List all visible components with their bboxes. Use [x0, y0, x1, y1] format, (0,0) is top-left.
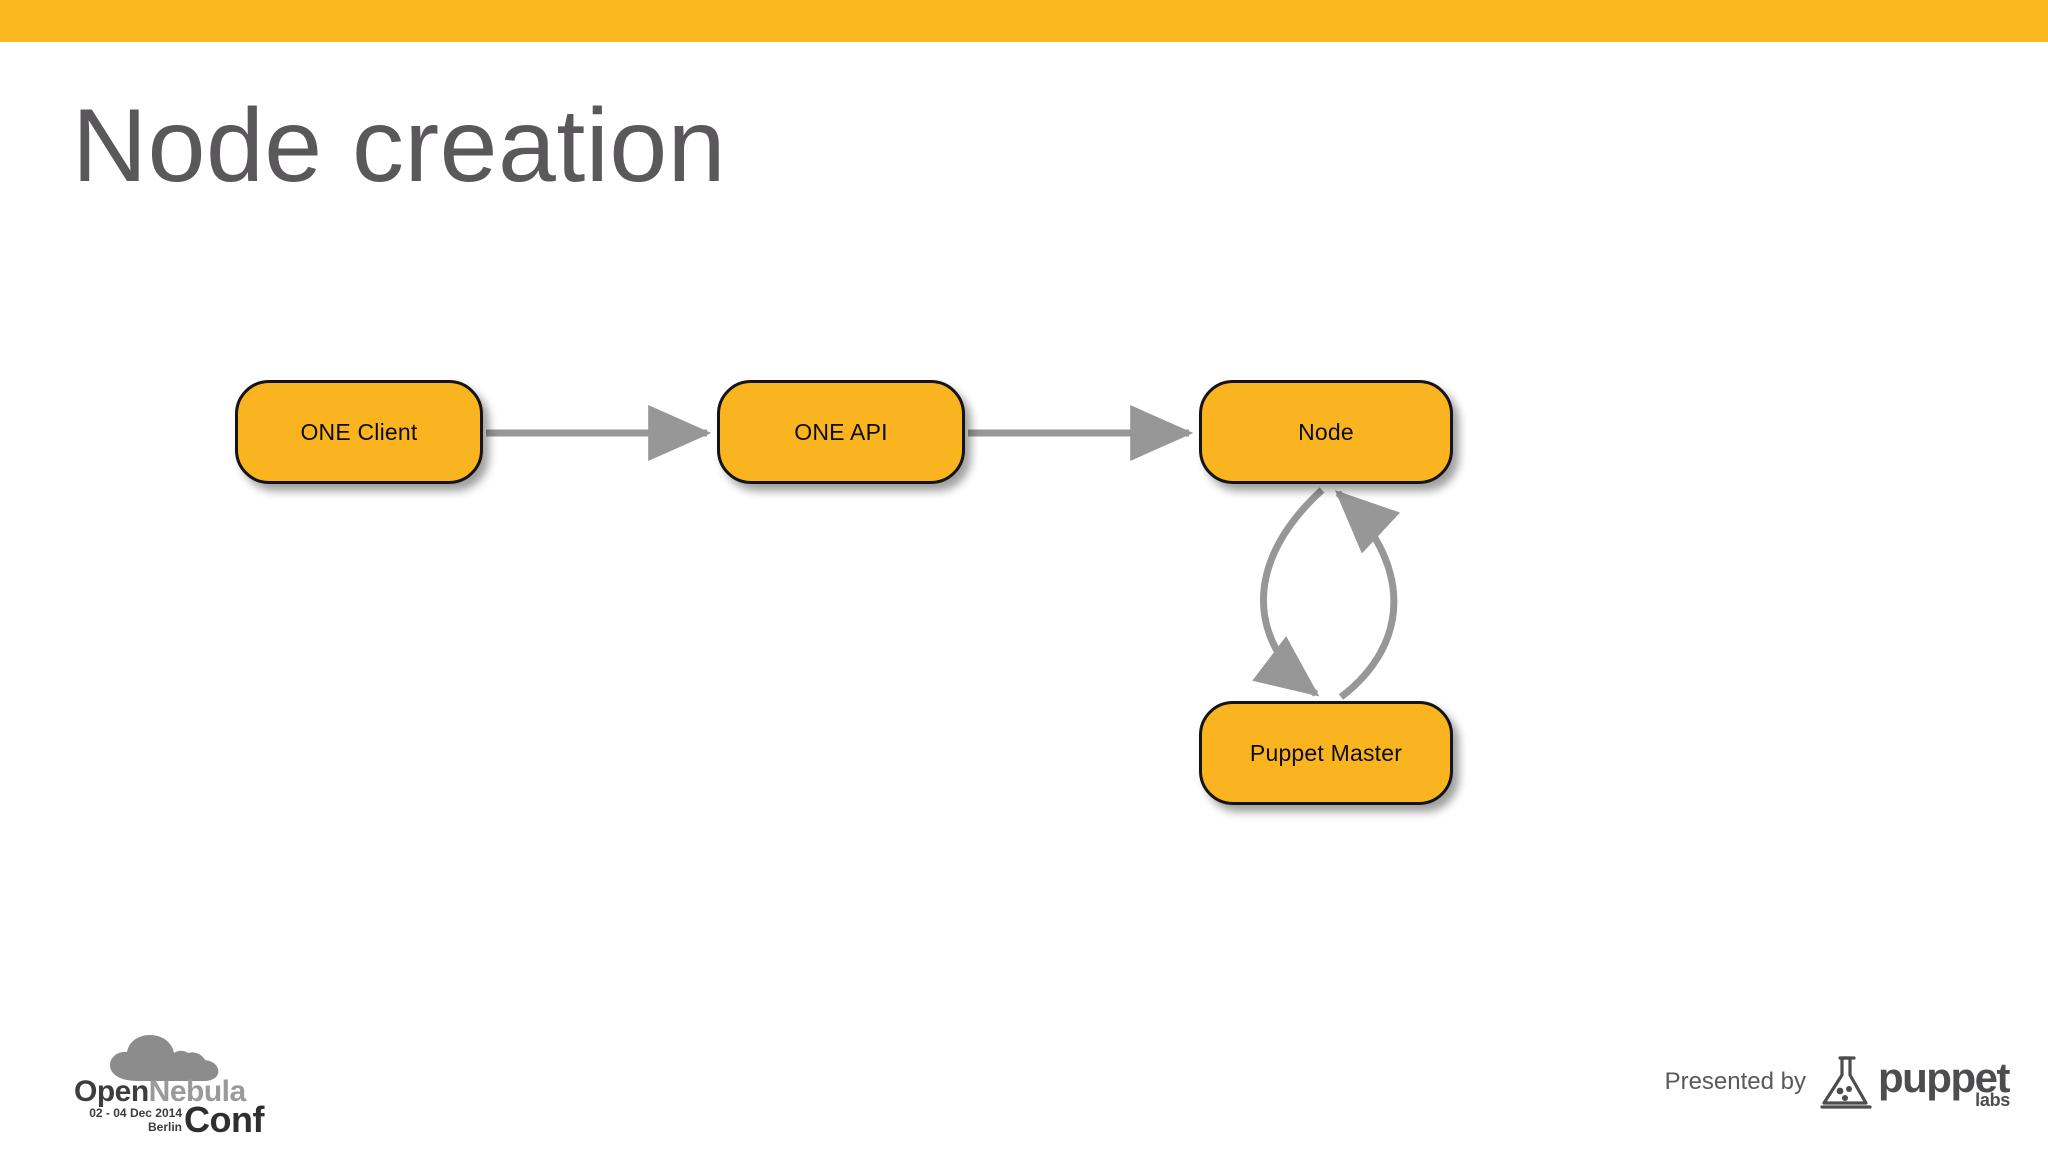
edge-node-to-puppet-master: [1252, 487, 1325, 697]
diagram-node-one-api[interactable]: ONE API: [717, 380, 965, 484]
opennebula-dateline: 02 - 04 Dec 2014 Berlin: [70, 1106, 182, 1135]
conf-city: Berlin: [147, 1119, 182, 1134]
flask-icon: [1820, 1056, 1872, 1109]
diagram-node-label: ONE Client: [300, 418, 418, 445]
opennebula-word-open: Open: [74, 1075, 149, 1108]
opennebula-wordmark: OpenNebula: [74, 1075, 246, 1109]
diagram-node-puppet-master[interactable]: Puppet Master: [1199, 701, 1453, 805]
puppet-word: puppet: [1878, 1054, 2010, 1101]
edge-puppet-master-to-node: [1334, 490, 1401, 700]
puppet-labs-word: labs: [1975, 1090, 2010, 1110]
cloud-icon: [110, 1035, 219, 1081]
puppet-wordmark: puppet labs: [1878, 1054, 2010, 1110]
conf-dates: 02 - 04 Dec 2014: [89, 1106, 182, 1120]
opennebula-word-nebula: Nebula: [148, 1075, 247, 1108]
opennebula-conf-word: Conf: [184, 1099, 264, 1140]
top-accent-bar: [0, 0, 2048, 42]
presented-by-label: Presented by: [1664, 1068, 1806, 1095]
diagram-node-label: ONE API: [794, 418, 888, 445]
diagram-node-one-client[interactable]: ONE Client: [235, 380, 483, 484]
diagram-node-node[interactable]: Node: [1199, 380, 1453, 484]
page-title: Node creation: [72, 88, 727, 204]
presented-by-block: Presented by puppet labs: [1665, 1055, 2010, 1109]
opennebula-conf-logo: OpenNebula 02 - 04 Dec 2014 Berlin Conf: [70, 1035, 280, 1140]
puppet-labs-logo: puppet labs: [1820, 1055, 2010, 1109]
diagram-node-label: Puppet Master: [1249, 739, 1403, 766]
diagram-node-label: Node: [1298, 418, 1354, 445]
